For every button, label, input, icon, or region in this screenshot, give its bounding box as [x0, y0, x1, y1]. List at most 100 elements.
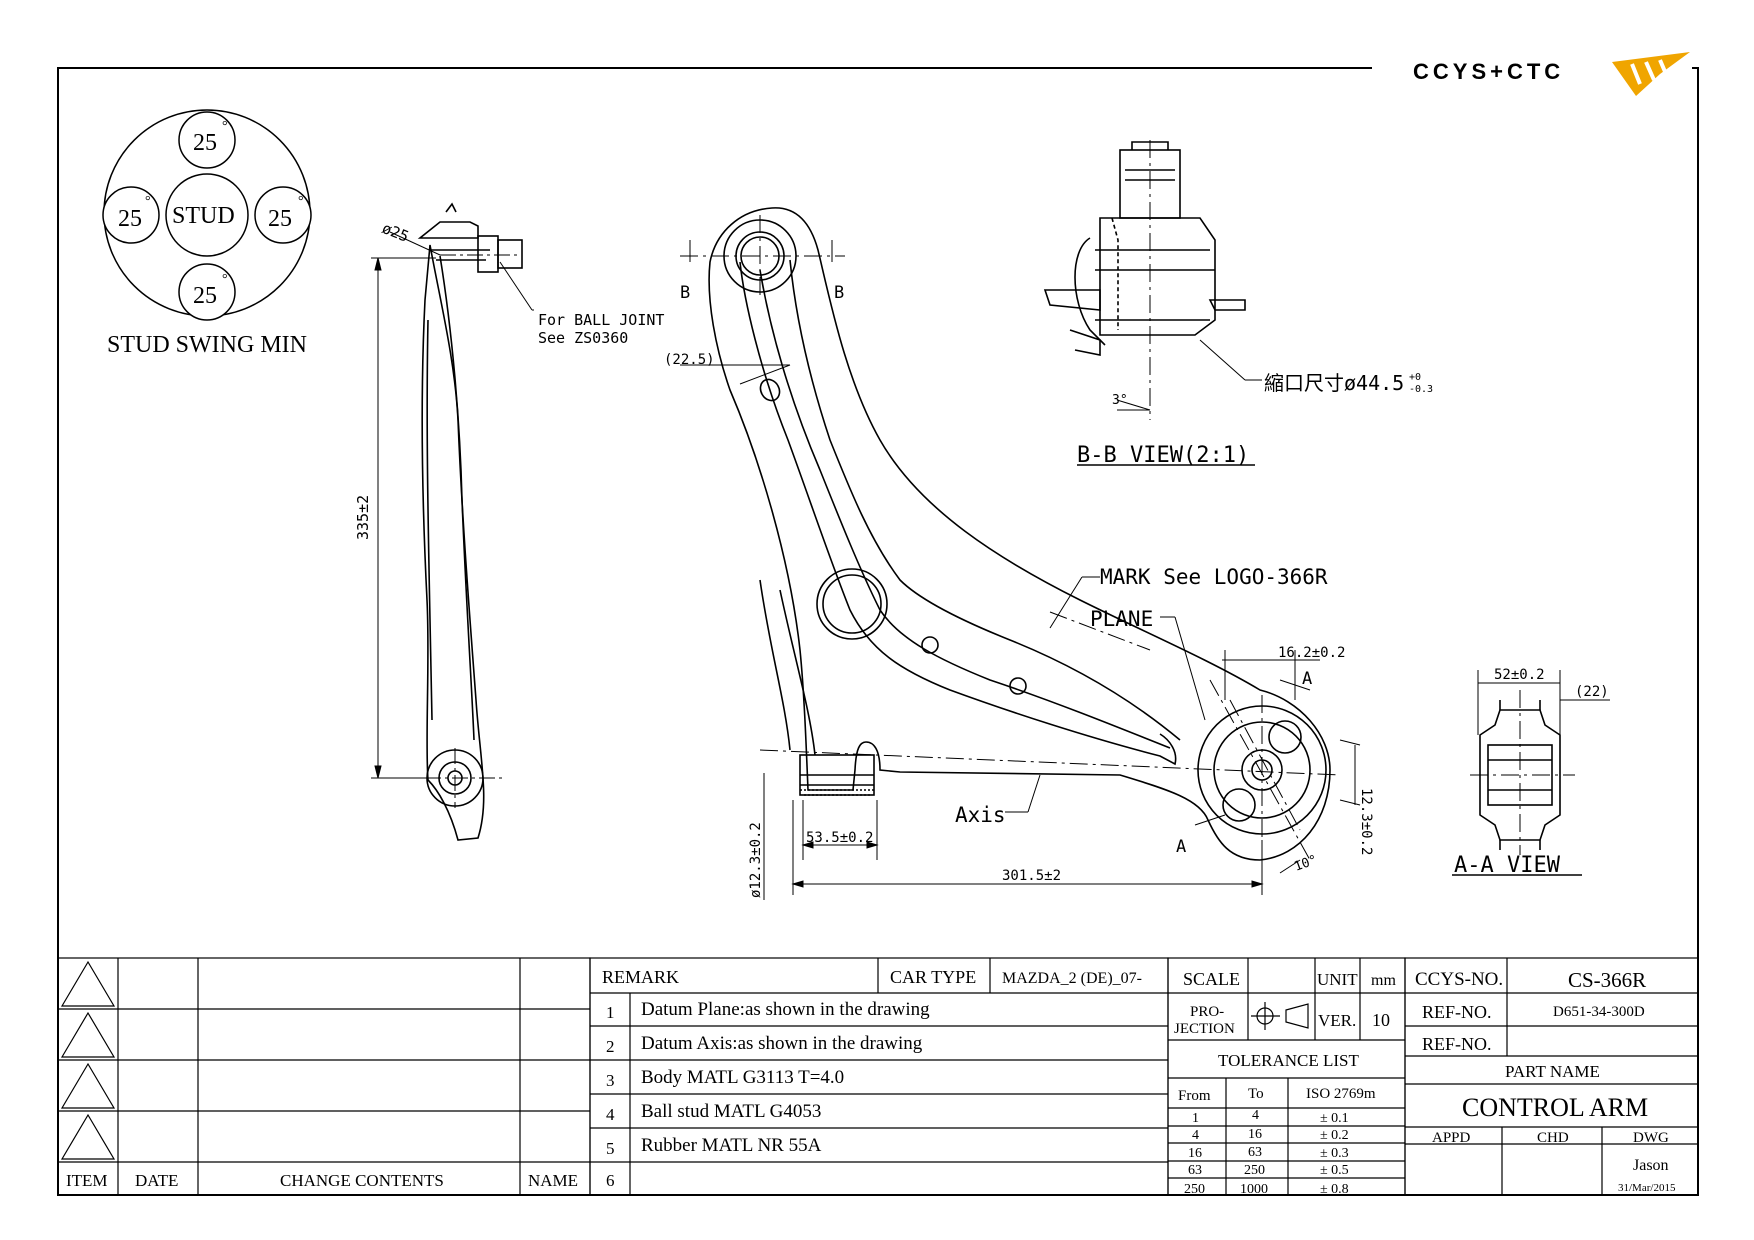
tol-header-iso: ISO 2769m: [1306, 1086, 1376, 1102]
revision-triangle-icon: [60, 1011, 116, 1058]
remark-text-1: Datum Plane:as shown in the drawing: [641, 999, 930, 1020]
remark-text-5: Rubber MATL NR 55A: [641, 1135, 822, 1156]
control-arm-main-view: [708, 207, 1331, 861]
rev-header-item: ITEM: [66, 1171, 108, 1190]
remark-no-5: 5: [606, 1139, 615, 1158]
version-value: 10: [1372, 1010, 1390, 1030]
main-view-dims: [680, 240, 1361, 900]
degree-sign-bottom: °: [222, 272, 228, 287]
section-a-bottom-label: A: [1176, 837, 1186, 857]
remark-no-3: 3: [606, 1071, 615, 1090]
drawer-name: Jason: [1633, 1157, 1669, 1174]
side-view-dims: [371, 231, 534, 779]
tol-row1-from: 1: [1192, 1111, 1199, 1126]
tol-row1-to: 4: [1252, 1108, 1259, 1123]
appd-label: APPD: [1432, 1130, 1471, 1146]
dwg-label: DWG: [1633, 1130, 1669, 1146]
rev-header-date: DATE: [135, 1171, 178, 1190]
car-type-label: CAR TYPE: [890, 967, 976, 987]
angle-10: 10°: [1292, 853, 1319, 875]
stud-swing-title: STUD SWING MIN: [107, 332, 307, 358]
ref-no-label-1: REF-NO.: [1422, 1002, 1492, 1022]
tol-header-to: To: [1248, 1086, 1264, 1102]
revision-triangle-icon: [60, 1062, 116, 1109]
tol-row4-to: 250: [1244, 1163, 1265, 1178]
projection-label-2: JECTION: [1174, 1021, 1235, 1037]
drawing-date: 31/Mar/2015: [1618, 1182, 1676, 1194]
remark-text-2: Datum Axis:as shown in the drawing: [641, 1033, 923, 1054]
crimp-tol-lower: -0.3: [1409, 384, 1433, 395]
scale-label: SCALE: [1183, 969, 1240, 989]
angle-3: 3°: [1112, 393, 1128, 408]
swing-angle-right: 25: [268, 206, 292, 232]
ref-dim-22-5: (22.5): [664, 352, 715, 368]
tol-row3-to: 63: [1248, 1145, 1262, 1160]
dim-overall-length: 301.5±2: [1002, 868, 1061, 884]
tol-row5-from: 250: [1184, 1182, 1205, 1197]
revision-triangle-icon: [60, 960, 116, 1007]
unit-value: mm: [1371, 972, 1396, 989]
dim-offset: 16.2±0.2: [1278, 645, 1345, 661]
car-type-value: MAZDA_2 (DE)_07-: [1002, 970, 1142, 987]
tol-row1-tol: ± 0.1: [1320, 1111, 1349, 1126]
ref-no-label-2: REF-NO.: [1422, 1034, 1492, 1054]
section-a-top-label: A: [1302, 669, 1312, 689]
main-view-center-lines: [680, 215, 1341, 861]
remark-no-6: 6: [606, 1171, 615, 1190]
section-b-left-label: B: [680, 283, 690, 303]
tol-row2-tol: ± 0.2: [1320, 1128, 1349, 1143]
remark-no-1: 1: [606, 1003, 615, 1022]
swing-angle-bottom: 25: [193, 283, 217, 309]
swing-angle-top: 25: [193, 130, 217, 156]
crimp-tol-upper: +0: [1409, 372, 1421, 383]
aa-view-title: A-A VIEW: [1454, 853, 1561, 878]
dim-bushing-diameter: ø12.3±0.2: [748, 822, 764, 898]
aa-dim-ref: (22): [1575, 684, 1609, 700]
remark-no-2: 2: [606, 1037, 615, 1056]
stud-center-label: STUD: [172, 203, 235, 229]
plane-label: PLANE: [1090, 607, 1153, 631]
bb-view-title: B-B VIEW(2:1): [1077, 443, 1249, 468]
version-label: VER.: [1318, 1011, 1356, 1030]
bb-section-view: [1043, 141, 1246, 356]
logo-text: CCYS+CTC: [1413, 59, 1564, 84]
part-name-value: CONTROL ARM: [1462, 1093, 1648, 1122]
tol-row5-to: 1000: [1240, 1182, 1268, 1197]
ref-no-value-1: D651-34-300D: [1553, 1004, 1645, 1020]
tol-row2-to: 16: [1248, 1127, 1262, 1142]
tol-header-from: From: [1178, 1088, 1211, 1104]
degree-sign-right: °: [298, 194, 304, 209]
dim-bore: 12.3±0.2: [1358, 788, 1374, 855]
tol-row2-from: 4: [1192, 1128, 1199, 1143]
section-b-right-label: B: [834, 283, 844, 303]
degree-sign-top: °: [222, 119, 228, 134]
projection-label-1: PRO-: [1190, 1004, 1224, 1020]
remark-header: REMARK: [602, 967, 679, 987]
unit-label: UNIT: [1317, 970, 1358, 989]
ball-joint-note-line2: See ZS0360: [538, 329, 628, 347]
tol-row4-tol: ± 0.5: [1320, 1163, 1349, 1178]
projection-symbol-icon: [1251, 1002, 1309, 1030]
ball-joint-note-line1: For BALL JOINT: [538, 311, 664, 329]
aa-view-lines: [1452, 670, 1610, 876]
swing-angle-left: 25: [118, 206, 142, 232]
ccys-no-value: CS-366R: [1568, 968, 1646, 992]
remark-text-4: Ball stud MATL G4053: [641, 1101, 821, 1122]
remark-text-3: Body MATL G3113 T=4.0: [641, 1067, 844, 1088]
tol-row4-from: 63: [1188, 1163, 1202, 1178]
ccys-no-label: CCYS-NO.: [1415, 969, 1503, 990]
company-logo: CCYS+CTC: [1413, 52, 1690, 96]
axis-label: Axis: [955, 803, 1006, 827]
overall-length-label: 335±2: [354, 495, 372, 540]
stud-swing-diagram: [102, 109, 312, 321]
ball-stud-diameter-label: ø25: [380, 219, 412, 246]
bb-view-lines: [1077, 140, 1262, 466]
part-name-label: PART NAME: [1505, 1062, 1600, 1081]
crimp-dimension-label: 縮口尺寸ø44.5: [1264, 371, 1404, 395]
degree-sign-left: °: [145, 194, 151, 209]
tol-row3-tol: ± 0.3: [1320, 1146, 1349, 1161]
revision-table: [57, 957, 591, 1196]
side-view: [417, 202, 523, 841]
mark-logo-label: MARK See LOGO-366R: [1100, 565, 1328, 589]
